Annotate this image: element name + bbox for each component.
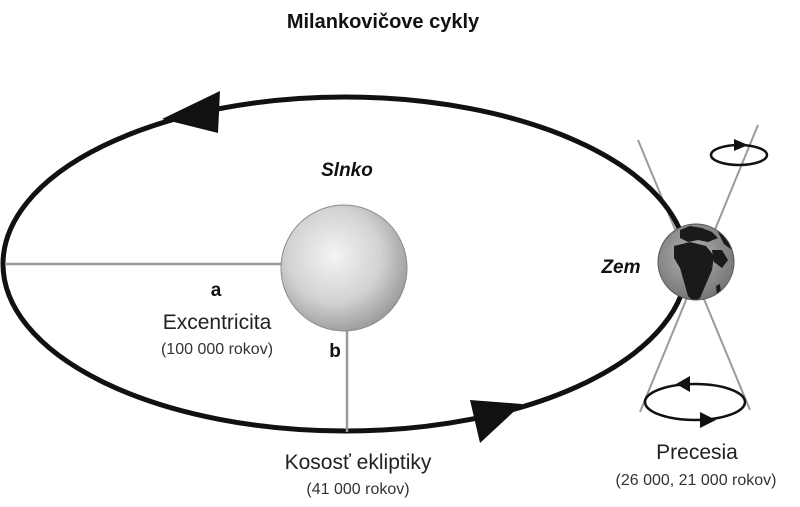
arrowhead-icon [162, 91, 220, 133]
excentricita-period: (100 000 rokov) [161, 341, 273, 358]
precesia-period: (26 000, 21 000 rokov) [616, 472, 777, 489]
sun [280, 204, 408, 332]
rotation-arrow-icon [643, 376, 747, 428]
page-title: Milankovičove cykly [287, 11, 480, 33]
axis-b-label: b [329, 341, 341, 362]
precesia-label: Precesia [656, 441, 738, 464]
arrowhead-icon [470, 400, 522, 443]
kosost-period: (41 000 rokov) [306, 481, 409, 498]
sun-label: Slnko [321, 160, 373, 181]
excentricita-label: Excentricita [163, 311, 272, 334]
axis-a-label: a [211, 280, 222, 301]
earth-label: Zem [600, 257, 640, 278]
earth [657, 223, 735, 301]
rotation-arrow-icon [709, 139, 769, 167]
kosost-label: Kososť ekliptiky [285, 451, 432, 474]
